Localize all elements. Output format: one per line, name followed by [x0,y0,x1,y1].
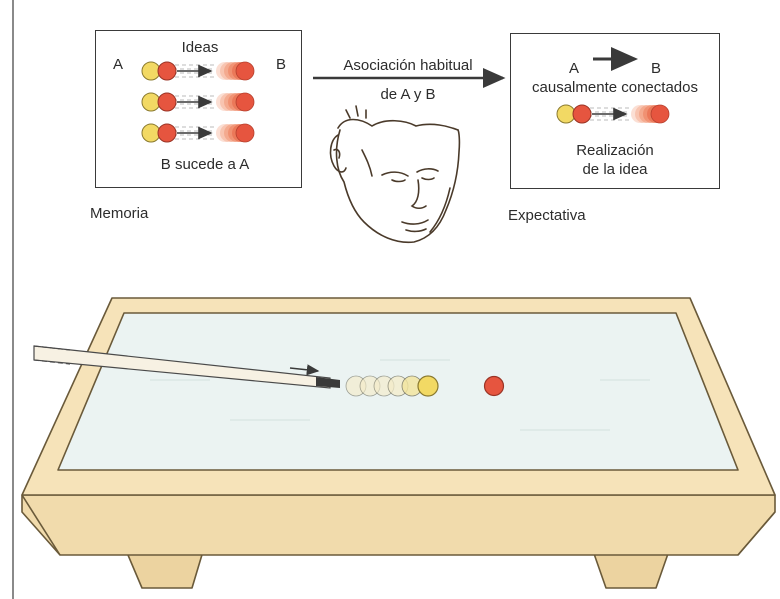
memory-ball-row-2 [142,93,254,111]
expectation-ball-row [557,105,669,123]
memory-ball-row-3 [142,124,254,142]
cue-ball-motion [346,376,438,396]
thinker-head-icon [331,106,460,242]
red-billiard-ball [485,377,504,396]
memory-ball-row-1 [142,62,254,80]
billiard-table [22,298,775,588]
